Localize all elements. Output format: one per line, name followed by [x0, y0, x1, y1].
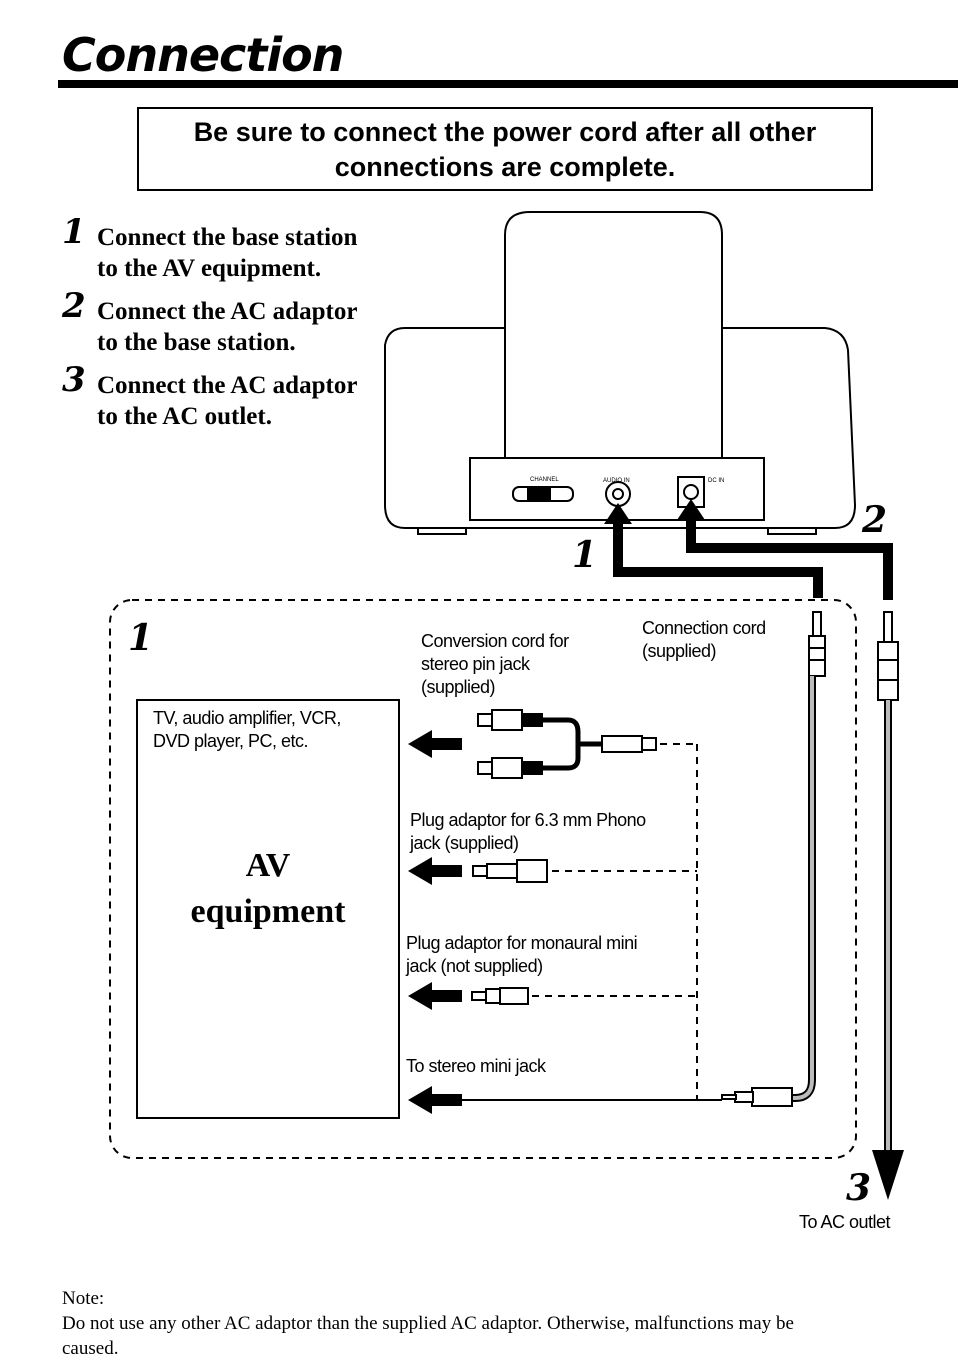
callout-2: 2	[861, 499, 887, 541]
panel-channel-label: CHANNEL	[530, 477, 559, 483]
dc-arrow-head	[677, 499, 705, 520]
step-3-number: 3	[62, 360, 86, 400]
warning-line-2: connections are complete.	[334, 152, 676, 182]
mono-adaptor-illustration	[471, 987, 529, 1005]
input-arrows	[408, 730, 462, 1114]
mono-adaptor-line-2: jack (not supplied)	[406, 956, 543, 976]
conversion-cord-line-3: (supplied)	[421, 677, 496, 697]
note-line-1: Do not use any other AC adaptor than the…	[62, 1313, 794, 1334]
note-section: Note: Do not use any other AC adaptor th…	[62, 1286, 952, 1361]
step-2-number: 2	[62, 286, 86, 326]
step-2-text: Connect the AC adaptor to the base stati…	[97, 296, 397, 358]
mono-adaptor-line-1: Plug adaptor for monaural mini	[406, 933, 638, 953]
warning-line-1: Be sure to connect the power cord after …	[193, 117, 817, 147]
panel-dc-label: DC IN	[708, 478, 724, 484]
phono-adaptor-label: Plug adaptor for 6.3 mm Phono jack (supp…	[410, 809, 646, 855]
av-equipment-name: AV equipment	[139, 843, 397, 935]
connection-cord-line-2: (supplied)	[642, 641, 717, 661]
callout-1-box: 1	[128, 617, 153, 659]
av-caption-line-2: DVD player, PC, etc.	[153, 731, 309, 751]
connection-cord-label: Connection cord (supplied)	[642, 617, 766, 663]
step-3-text: Connect the AC adaptor to the AC outlet.	[97, 370, 397, 432]
step-1-number: 1	[62, 212, 86, 252]
av-connection-area	[109, 599, 857, 1159]
step-3-line-2: to the AC outlet.	[97, 403, 272, 430]
stereo-mini-label: To stereo mini jack	[406, 1056, 546, 1076]
ac-adaptor-cord	[877, 611, 899, 1150]
page-title: Connection	[62, 28, 344, 82]
conversion-cord-line-1: Conversion cord for	[421, 631, 569, 651]
phono-adaptor-line-2: jack (supplied)	[410, 833, 519, 853]
step-1-line-1: Connect the base station	[97, 224, 358, 251]
base-station-cable-arrows	[613, 510, 893, 600]
ac-outlet-label: To AC outlet	[799, 1212, 891, 1232]
conversion-cord-illustration	[477, 709, 657, 779]
phono-adaptor-illustration	[472, 859, 548, 883]
connection-cord	[721, 611, 826, 1107]
ac-outlet-arrow	[872, 1150, 904, 1200]
phono-adaptor-line-1: Plug adaptor for 6.3 mm Phono	[410, 810, 646, 830]
av-equipment-box	[136, 699, 400, 1119]
dashed-connectors	[532, 743, 698, 1100]
panel-audio-label: AUDIO IN	[603, 478, 630, 484]
step-3-line-1: Connect the AC adaptor	[97, 372, 358, 399]
conversion-cord-line-2: stereo pin jack	[421, 654, 530, 674]
title-rule	[58, 80, 958, 88]
callout-3: 3	[846, 1167, 871, 1209]
mono-adaptor-label: Plug adaptor for monaural mini jack (not…	[406, 932, 638, 978]
base-station-illustration	[384, 211, 857, 535]
connection-cord-line-1: Connection cord	[642, 618, 766, 638]
note-line-2: caused.	[62, 1338, 119, 1359]
step-2-line-1: Connect the AC adaptor	[97, 298, 358, 325]
warning-box: Be sure to connect the power cord after …	[137, 107, 873, 191]
audio-arrow-head	[604, 503, 632, 524]
step-2-line-2: to the base station.	[97, 329, 296, 356]
av-caption: TV, audio amplifier, VCR, DVD player, PC…	[153, 707, 341, 753]
callout-1-top: 1	[572, 534, 597, 576]
conversion-cord-label: Conversion cord for stereo pin jack (sup…	[421, 630, 569, 699]
av-caption-line-1: TV, audio amplifier, VCR,	[153, 708, 341, 728]
av-name-line-2: equipment	[190, 893, 346, 930]
note-heading: Note:	[62, 1288, 105, 1309]
av-name-line-1: AV	[245, 847, 291, 884]
step-1-line-2: to the AV equipment.	[97, 255, 322, 282]
step-1-text: Connect the base station to the AV equip…	[97, 222, 397, 284]
